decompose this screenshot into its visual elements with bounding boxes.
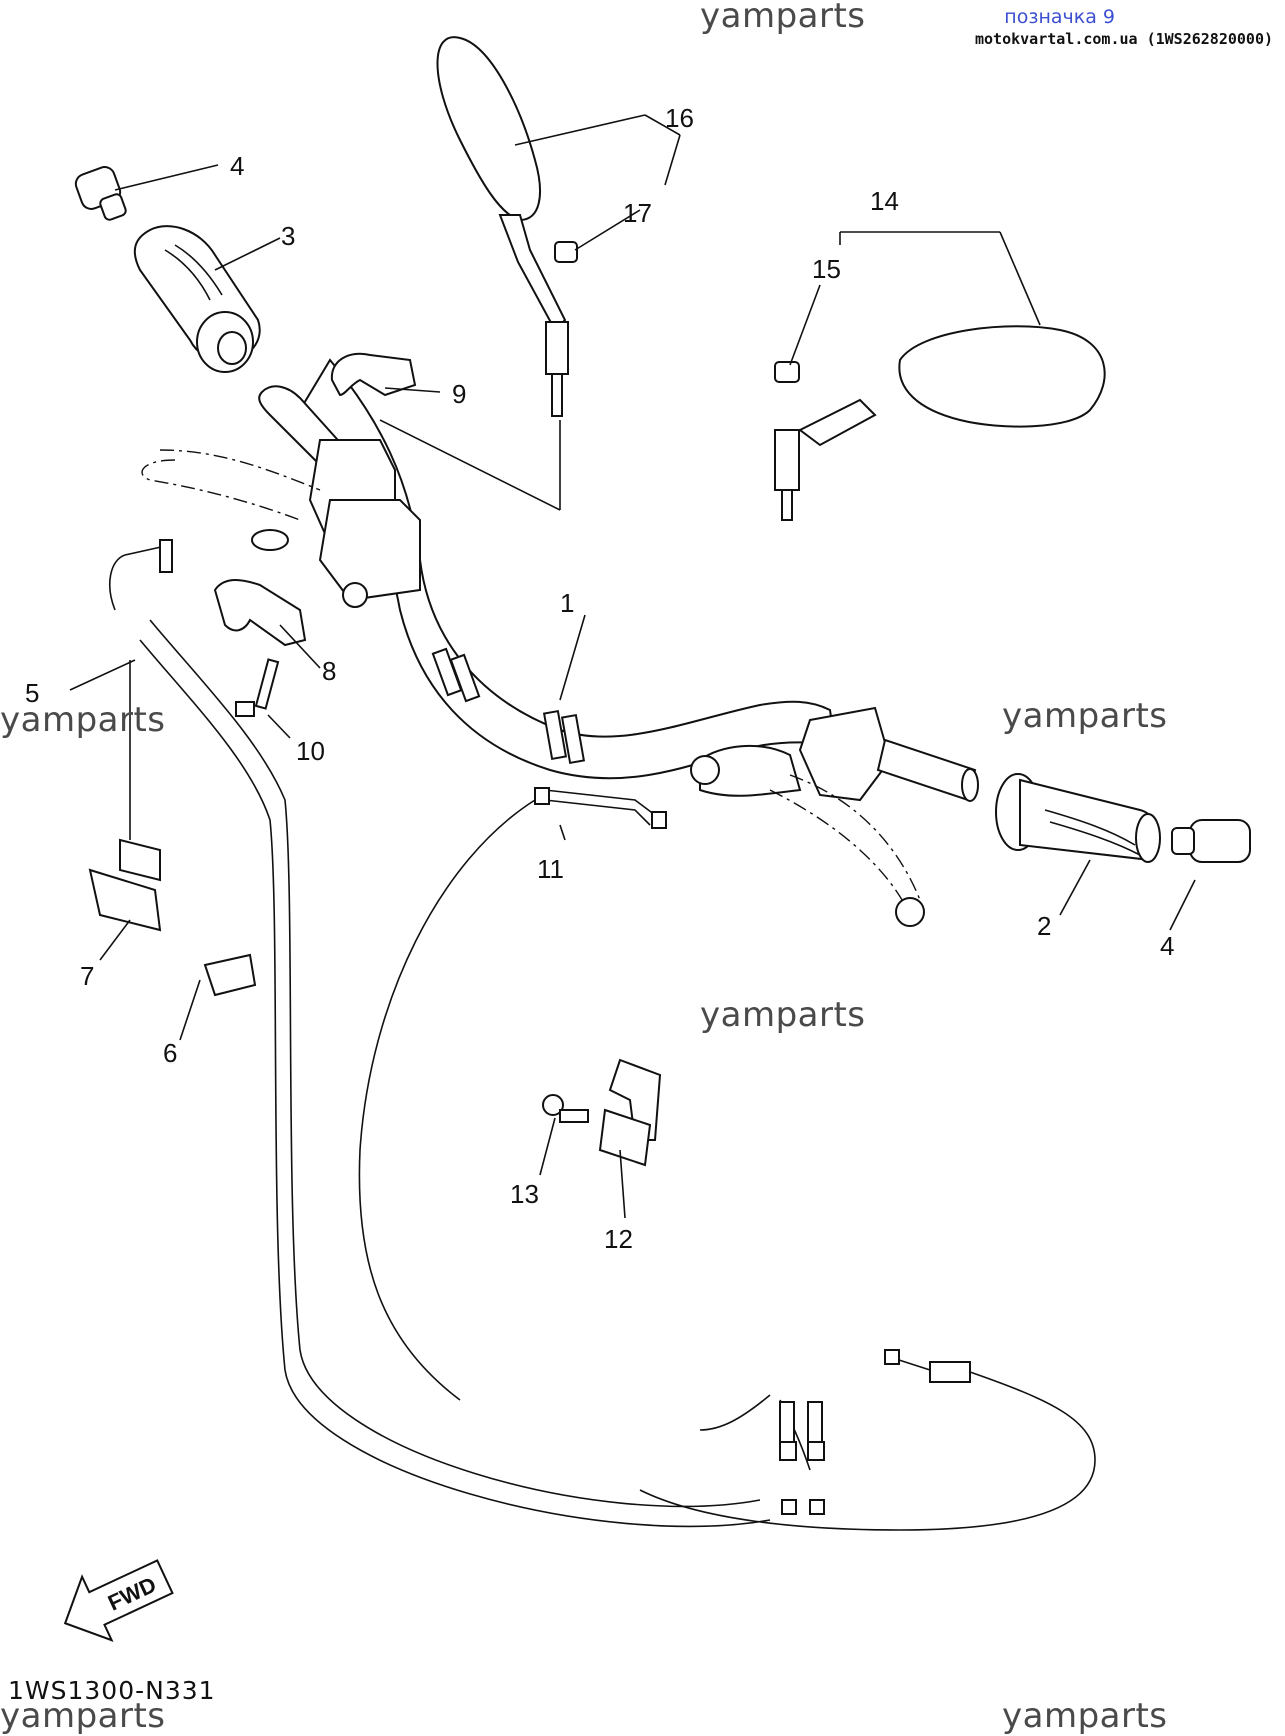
left-switch-assembly xyxy=(308,439,421,608)
right-mirror xyxy=(774,325,1106,521)
right-throttle-tube xyxy=(876,738,979,802)
left-grip-end xyxy=(74,166,127,221)
holder-8 xyxy=(213,579,307,647)
watermark: yamparts xyxy=(1002,696,1168,736)
callout-17: 17 xyxy=(623,198,652,228)
throttle-cables xyxy=(109,539,825,1528)
callout-15: 15 xyxy=(812,254,841,284)
holder-7 xyxy=(88,838,162,932)
callout-10: 10 xyxy=(296,736,325,766)
bracket-12 xyxy=(598,1058,662,1167)
clutch-cable xyxy=(639,1349,1096,1531)
diagram-code: 1WS1300-N331 xyxy=(8,1676,216,1705)
bolt-10 xyxy=(235,658,280,717)
callout-4-left: 4 xyxy=(230,151,244,181)
source-label: motokvartal.com.ua (1WS262820000) xyxy=(974,30,1273,48)
watermark: yamparts xyxy=(700,0,866,36)
callout-1: 1 xyxy=(560,588,574,618)
callout-2: 2 xyxy=(1037,911,1051,941)
bolt-13 xyxy=(542,1094,589,1123)
callout-16: 16 xyxy=(665,103,694,133)
callout-9: 9 xyxy=(452,379,466,409)
watermark: yamparts xyxy=(0,700,166,740)
right-grip xyxy=(995,773,1161,863)
callout-3: 3 xyxy=(281,221,295,251)
callout-5: 5 xyxy=(25,678,39,708)
cable-11 xyxy=(358,787,667,1401)
fwd-arrow: FWD xyxy=(63,1559,174,1642)
watermark: yamparts xyxy=(700,995,866,1035)
callout-7: 7 xyxy=(80,961,94,991)
callout-13: 13 xyxy=(510,1179,539,1209)
mirror-cap-17 xyxy=(554,241,578,263)
callout-4-right: 4 xyxy=(1160,931,1174,961)
right-switch-assembly xyxy=(690,706,892,802)
watermark: yamparts xyxy=(0,1696,166,1736)
callout-11: 11 xyxy=(537,854,564,884)
clutch-lever-dashed xyxy=(141,449,321,551)
right-grip-end xyxy=(1171,819,1251,863)
callout-8: 8 xyxy=(322,656,336,686)
callout-14: 14 xyxy=(870,186,899,216)
diagram-tag: позначка 9 xyxy=(1004,6,1115,28)
left-grip xyxy=(133,225,261,373)
mirror-cap-15 xyxy=(774,361,800,383)
callout-12: 12 xyxy=(604,1224,633,1254)
holder-6 xyxy=(203,953,257,997)
leader-lines xyxy=(69,114,1196,1219)
callouts: 1 2 3 4 4 5 6 7 8 9 10 11 12 13 14 15 16… xyxy=(25,103,1174,1254)
watermark: yamparts xyxy=(1002,1696,1168,1736)
brake-lever-dashed xyxy=(769,774,925,927)
clamp-9 xyxy=(330,352,417,397)
callout-6: 6 xyxy=(163,1038,177,1068)
left-mirror xyxy=(436,36,569,417)
